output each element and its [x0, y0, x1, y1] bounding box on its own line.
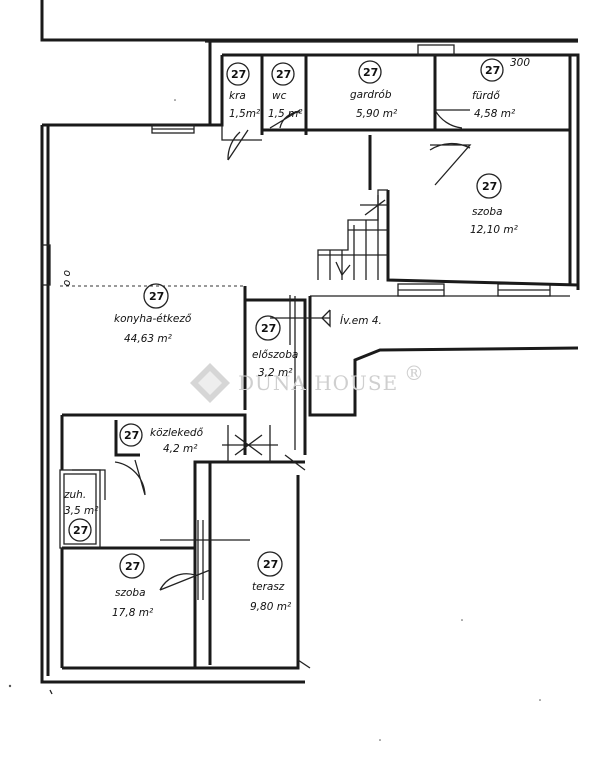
- top-rooms-walls: [221, 55, 570, 190]
- room-area: 3,5 m²: [64, 505, 99, 517]
- door-swings-lower: [114, 425, 278, 600]
- room-name: wc: [272, 90, 287, 102]
- room-gardrob: 27 gardrób 5,90 m²: [350, 60, 398, 120]
- room-eloszoba: 27 előszoba 3,2 m²: [252, 315, 298, 379]
- room-area: 4,58 m²: [474, 108, 516, 120]
- staircase: [317, 189, 579, 287]
- room-wc-left: 27 kra 1,5m²: [226, 62, 261, 120]
- room-name: gardrób: [350, 89, 392, 101]
- dimension-mark: 300: [510, 57, 530, 69]
- room-area: 3,2 m²: [258, 367, 293, 379]
- room-area: 12,10 m²: [470, 224, 519, 236]
- scan-specks: [8, 99, 541, 741]
- interior-walls: [60, 285, 579, 455]
- room-wc: 27 wc 1,5 m²: [268, 62, 303, 120]
- room-badge: 27: [485, 64, 500, 77]
- room-name: szoba: [115, 587, 146, 599]
- room-area: 1,5m²: [229, 108, 261, 120]
- side-mark: o o: [61, 270, 73, 286]
- room-badge: 27: [73, 524, 88, 537]
- stairs-note: Ív.em 4.: [340, 314, 382, 327]
- room-badge: 27: [125, 560, 140, 573]
- room-name: fürdő: [472, 90, 500, 102]
- room-name: közlekedő: [150, 427, 204, 439]
- shower-box: [59, 469, 101, 549]
- watermark-text: DUNA HOUSE: [238, 371, 398, 395]
- room-furdo: 27 fürdő 4,58 m²: [472, 58, 516, 120]
- door-swings-top: [227, 109, 472, 186]
- lower-walls: [60, 413, 306, 670]
- room-area: 1,5 m²: [268, 108, 303, 120]
- room-area: 44,63 m²: [124, 333, 173, 345]
- room-area: 5,90 m²: [356, 108, 398, 120]
- room-name: kra: [229, 90, 246, 102]
- room-area: 9,80 m²: [250, 601, 292, 613]
- terrace-edge: [49, 659, 311, 695]
- room-szoba-2: 27 szoba 17,8 m²: [112, 553, 154, 619]
- room-name: előszoba: [252, 349, 298, 361]
- room-badge: 27: [261, 322, 276, 335]
- room-badge: 27: [231, 68, 246, 81]
- stair-arrow: [270, 295, 331, 345]
- room-badge: 27: [149, 290, 164, 303]
- room-zuh: zuh. 3,5 m² 27: [63, 489, 99, 542]
- room-name: szoba: [472, 206, 503, 218]
- room-badge: 27: [363, 66, 378, 79]
- room-badge: 27: [124, 429, 139, 442]
- room-badge: 27: [276, 68, 291, 81]
- windows: [41, 44, 551, 297]
- exterior-walls: [40, 42, 580, 684]
- room-area: 4,2 m²: [163, 443, 198, 455]
- watermark-reg: ®: [404, 361, 425, 385]
- room-area: 17,8 m²: [112, 607, 154, 619]
- room-name: zuh.: [63, 489, 86, 501]
- room-terasz: 27 terasz 9,80 m²: [250, 551, 292, 613]
- room-badge: 27: [482, 180, 497, 193]
- room-badge: 27: [263, 558, 278, 571]
- room-szoba-1: 27 szoba 12,10 m²: [470, 173, 519, 236]
- top-outline: [40, 0, 578, 43]
- room-kozlekedo: 27 közlekedő 4,2 m²: [119, 423, 204, 455]
- room-konyha: 27 konyha-étkező 44,63 m²: [114, 283, 192, 345]
- room-name: konyha-étkező: [114, 313, 192, 325]
- room-name: terasz: [252, 581, 285, 593]
- watermark: DUNA HOUSE ®: [190, 361, 425, 403]
